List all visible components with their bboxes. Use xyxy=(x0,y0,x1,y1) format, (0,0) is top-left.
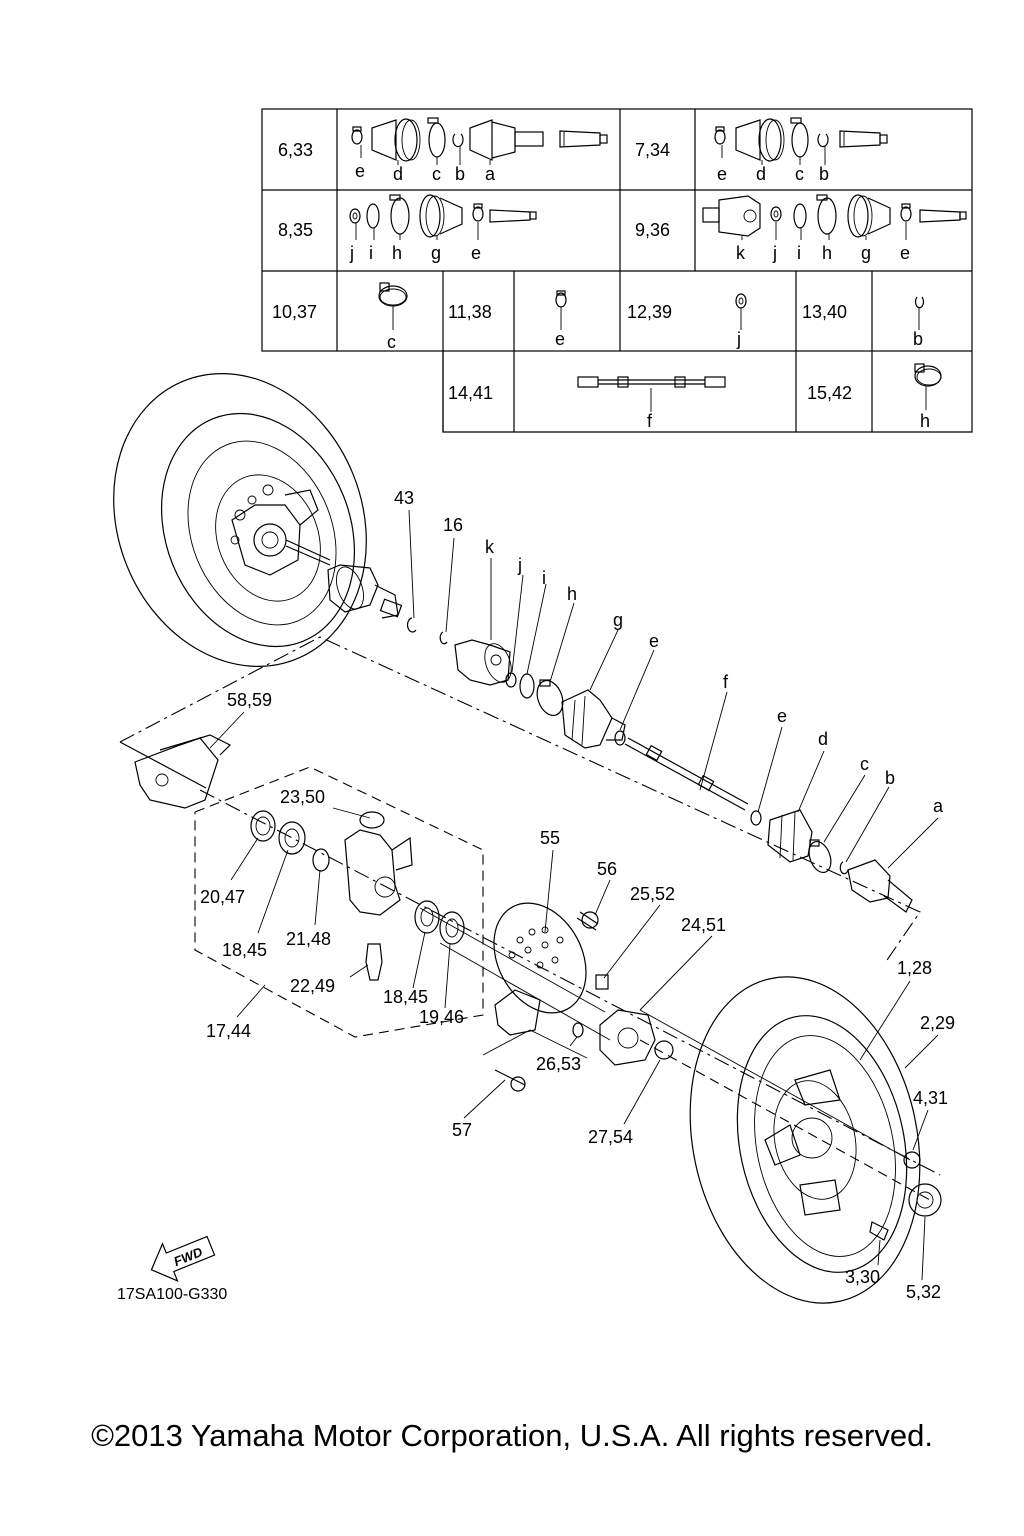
table-letter: c xyxy=(432,164,441,184)
table-letter: a xyxy=(485,164,496,184)
table-letter: e xyxy=(900,243,910,263)
callout: 19,46 xyxy=(419,1007,464,1027)
table-letter: h xyxy=(392,243,402,263)
table-label: 10,37 xyxy=(272,302,317,322)
callout: a xyxy=(933,796,944,816)
callout: 27,54 xyxy=(588,1127,633,1147)
callout: j xyxy=(517,555,522,575)
callout: 3,30 xyxy=(845,1267,880,1287)
callout: e xyxy=(649,631,659,651)
table-letter: j xyxy=(736,329,741,349)
table-label: 8,35 xyxy=(278,220,313,240)
callout: 18,45 xyxy=(222,940,267,960)
callout: b xyxy=(885,768,895,788)
table-label: 13,40 xyxy=(802,302,847,322)
table-letter: i xyxy=(369,243,373,263)
table-label: 7,34 xyxy=(635,140,670,160)
table-letter: g xyxy=(861,243,871,263)
kit-8-35-illustration xyxy=(349,194,537,240)
callout: 23,50 xyxy=(280,787,325,807)
callout: 22,49 xyxy=(290,976,335,996)
callout: 55 xyxy=(540,828,560,848)
kit-10-37-illustration xyxy=(378,282,408,330)
callout: 4,31 xyxy=(913,1088,948,1108)
callout: 43 xyxy=(394,488,414,508)
callout: 58,59 xyxy=(227,690,272,710)
callout: 20,47 xyxy=(200,887,245,907)
kit-reference-table: 6,33 7,34 8,35 9,36 10,37 11,38 12,39 13… xyxy=(261,108,973,433)
table-letter: j xyxy=(349,243,354,263)
callout: 21,48 xyxy=(286,929,331,949)
kit-13-40-illustration xyxy=(914,296,925,330)
brake-disc-and-hub xyxy=(482,902,674,1092)
table-letter: e xyxy=(555,329,565,349)
knuckle-assembly xyxy=(134,734,941,1176)
table-label: 11,38 xyxy=(448,302,492,322)
table-letter: e xyxy=(471,243,481,263)
kit-9-36-illustration xyxy=(702,194,967,240)
table-label: 12,39 xyxy=(627,302,672,322)
table-letter: h xyxy=(920,411,930,431)
callout: e xyxy=(777,706,787,726)
callout: h xyxy=(567,584,577,604)
table-letter: j xyxy=(772,243,777,263)
callout: 2,29 xyxy=(920,1013,955,1033)
leader-lines xyxy=(209,509,939,1281)
callout: 5,32 xyxy=(906,1282,941,1302)
table-letter: b xyxy=(819,164,829,184)
drive-shaft-parts xyxy=(406,617,913,913)
kit-12-39-illustration xyxy=(735,293,747,330)
callout: 56 xyxy=(597,859,617,879)
table-letter: f xyxy=(647,411,653,431)
table-letter: k xyxy=(736,243,746,263)
table-letter: d xyxy=(393,164,403,184)
table-letter: g xyxy=(431,243,441,263)
callout: 18,45 xyxy=(383,987,428,1007)
callout: 25,52 xyxy=(630,884,675,904)
kit-6-33-illustration xyxy=(351,117,608,165)
table-label: 6,33 xyxy=(278,140,313,160)
kit-15-42-illustration xyxy=(914,363,942,410)
drawing-code: 17SA100-G330 xyxy=(117,1286,227,1303)
callout: 57 xyxy=(452,1120,472,1140)
callout: 26,53 xyxy=(536,1054,581,1074)
table-label: 9,36 xyxy=(635,220,670,240)
table-letter: b xyxy=(913,329,923,349)
table-label: 15,42 xyxy=(807,383,852,403)
table-letter: d xyxy=(756,164,766,184)
callout: c xyxy=(860,754,869,774)
forward-arrow: FWD xyxy=(150,1235,216,1282)
right-wheel-assembly xyxy=(639,976,942,1304)
callout: k xyxy=(485,537,495,557)
table-label: 14,41 xyxy=(448,383,493,403)
kit-14-41-illustration xyxy=(577,376,726,412)
table-letter: e xyxy=(355,161,365,181)
left-wheel-assembly xyxy=(113,373,403,667)
callout: g xyxy=(613,610,623,630)
callout: 17,44 xyxy=(206,1021,251,1041)
table-letter: i xyxy=(797,243,801,263)
callout: d xyxy=(818,729,828,749)
callout: i xyxy=(542,568,546,588)
assembly-outline xyxy=(119,636,921,964)
callout: 16 xyxy=(443,515,463,535)
table-letter: b xyxy=(455,164,465,184)
callout: 1,28 xyxy=(897,958,932,978)
callout: 24,51 xyxy=(681,915,726,935)
kit-7-34-illustration xyxy=(714,117,888,165)
callout-labels: 43 16 k j i h g e f e d c b a 58,59 23,5… xyxy=(200,488,955,1302)
kit-11-38-illustration xyxy=(555,290,567,330)
copyright-notice: ©2013 Yamaha Motor Corporation, U.S.A. A… xyxy=(91,1418,933,1453)
table-letter: e xyxy=(717,164,727,184)
callout: f xyxy=(723,672,729,692)
table-letter: c xyxy=(795,164,804,184)
table-letter: h xyxy=(822,243,832,263)
table-letter: c xyxy=(387,332,396,352)
